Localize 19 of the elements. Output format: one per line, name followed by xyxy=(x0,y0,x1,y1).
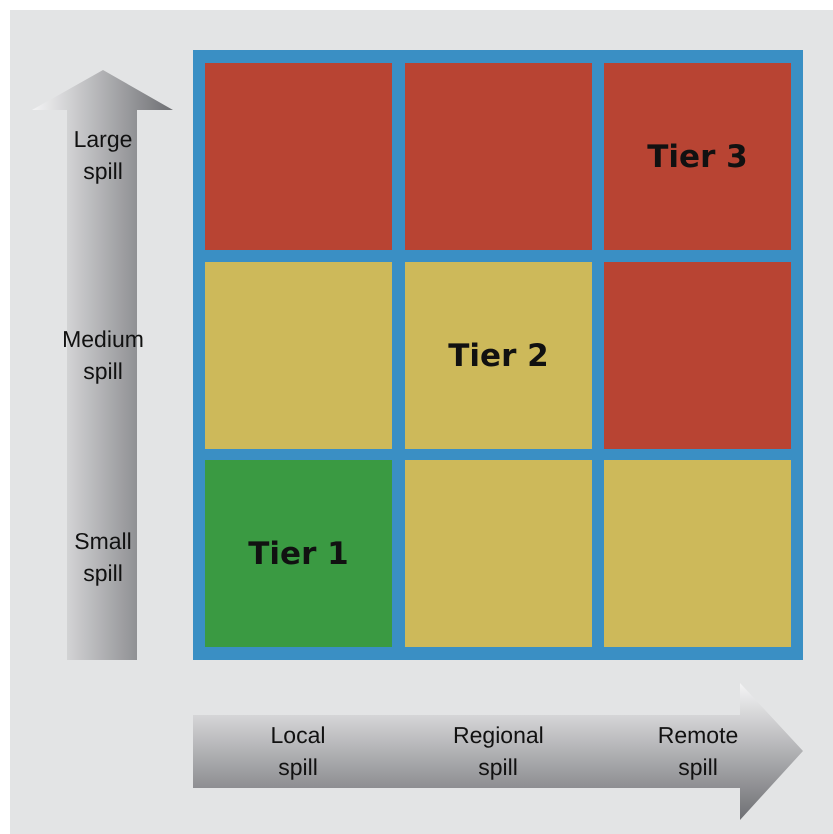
risk-cell xyxy=(405,460,592,647)
axis-label: Large spill xyxy=(72,125,134,186)
risk-cell xyxy=(405,63,592,250)
tier-label: Tier 2 xyxy=(448,338,549,374)
grid-panel xyxy=(193,50,803,660)
risk-cell xyxy=(205,63,392,250)
axis-label: Small spill xyxy=(73,527,133,588)
risk-cell xyxy=(205,262,392,449)
tier-cell xyxy=(205,460,392,647)
risk-cell xyxy=(604,460,791,647)
axis-label: Local spill xyxy=(270,721,326,782)
tier-label: Tier 1 xyxy=(248,536,349,572)
tier-cell xyxy=(405,262,592,449)
tier-label: Tier 3 xyxy=(647,138,748,174)
tier-cell xyxy=(604,63,791,250)
axis-label: Remote spill xyxy=(656,721,740,782)
axis-label: Regional spill xyxy=(452,721,545,782)
axis-label: Medium spill xyxy=(61,325,145,386)
risk-cell xyxy=(604,262,791,449)
